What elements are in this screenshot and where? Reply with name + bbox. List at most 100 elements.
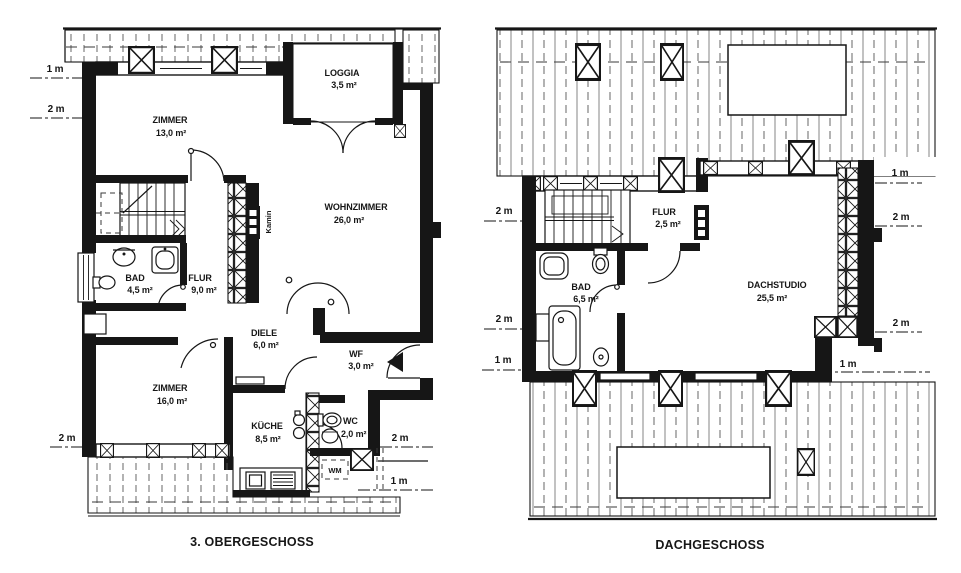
roof-dormer-bottom (616, 446, 771, 499)
room-label-wc: WC (343, 416, 358, 426)
kamin-block: Kamin (246, 206, 273, 239)
room-area-bad-dg: 6,5 m² (573, 294, 599, 304)
bad-window (77, 252, 95, 303)
kueche-appliance-icon (292, 413, 306, 427)
room-wf: WF 3,0 m² (348, 344, 433, 400)
room-bad-dg: BAD 6,5 m² (539, 247, 625, 371)
dim-label: 1 m (391, 476, 408, 487)
skylight-xbox (797, 448, 815, 476)
dim-label: 1 m (840, 359, 857, 370)
caption-dachgeschoss: DACHGESCHOSS (655, 538, 764, 552)
pillar-xbox (765, 370, 792, 407)
diele-door-arc (286, 282, 319, 315)
bad-dg-sink-icon (539, 252, 569, 280)
dim-label: 2 m (59, 433, 76, 444)
flur-door-arc (647, 250, 681, 284)
dim-label: 2 m (48, 104, 65, 115)
room-label-kueche: KÜCHE (251, 421, 283, 431)
room-area-wf: 3,0 m² (348, 361, 374, 371)
loggia-door-arc (310, 120, 344, 154)
skylight-xbox (660, 43, 684, 81)
zimmer-sw-door-arc (180, 338, 219, 369)
dim-label: 1 m (892, 168, 909, 179)
roof-bottom (528, 381, 937, 521)
room-kueche: KÜCHE 8,5 m² (233, 356, 320, 497)
dim-label: 1 m (495, 355, 512, 366)
outer-walls-dg (522, 160, 882, 382)
entrance-door-arc (386, 344, 421, 379)
bad-dg-door-arc (589, 284, 618, 313)
window-band-east (837, 167, 859, 317)
bad-sink-icon (112, 247, 136, 267)
room-flur-dg: FLUR 2,5 m² (536, 205, 709, 284)
room-area-flur-og: 9,0 m² (191, 285, 217, 295)
wc-sink-icon (321, 428, 339, 444)
room-area-flur-dg: 2,5 m² (655, 219, 681, 229)
outer-walls-og (77, 62, 441, 455)
room-area-bad-og: 4,5 m² (127, 285, 153, 295)
dimensions-dg: 2 m 2 m 1 m 1 m 2 m 2 m 1 m (482, 168, 930, 373)
room-bad-og: BAD 4,5 m² (82, 235, 187, 335)
pillar-xbox (658, 370, 683, 407)
room-area-wohnzimmer: 26,0 m² (334, 215, 364, 225)
wall (224, 175, 246, 183)
room-label-bad-og: BAD (125, 273, 145, 283)
room-label-diele: DIELE (251, 328, 277, 338)
room-loggia: LOGGIA 3,5 m² (283, 42, 406, 154)
bad-shower-icon (151, 246, 179, 274)
room-label-flur-dg: FLUR (652, 207, 676, 217)
wall (246, 239, 259, 303)
plan-dachgeschoss: FLUR 2,5 m² (482, 27, 937, 552)
room-label-wf: WF (349, 349, 363, 359)
room-wohnzimmer: WOHNZIMMER 26,0 m² (285, 202, 433, 343)
pillar-xbox (658, 157, 685, 193)
wm-area: WM (321, 448, 428, 492)
stairs-dg (544, 189, 631, 247)
room-label-bad-dg: BAD (571, 282, 591, 292)
room-label-zimmer-nw: ZIMMER (153, 115, 188, 125)
dimensions-og: 1 m 2 m 2 m 2 m 1 m (30, 64, 433, 491)
loggia-door-arc (342, 120, 376, 154)
entrance-arrow (387, 352, 403, 372)
plan-obergeschoss: LOGGIA 3,5 m² ZIMMER 13,0 m² (30, 27, 441, 549)
dim-label: 1 m (47, 64, 64, 75)
dim-label: 2 m (496, 314, 513, 325)
room-zimmer-sw: ZIMMER 16,0 m² (82, 337, 233, 470)
kamin-label: Kamin (264, 210, 273, 233)
kueche-appliance-icon (292, 426, 306, 440)
room-wc: WC 2,0 m² (310, 395, 380, 456)
bad-dg-bathtub-icon (548, 305, 581, 371)
roof-top (495, 27, 937, 177)
pillar-xbox (394, 124, 406, 138)
door-zimmer-nw (187, 147, 225, 182)
pillar-xbox (211, 46, 238, 74)
diele-door-arc (317, 282, 350, 315)
dim-label: 2 m (392, 433, 409, 444)
room-area-kueche: 8,5 m² (255, 434, 281, 444)
room-area-dachstudio: 25,5 m² (757, 293, 787, 303)
dim-label: 2 m (893, 318, 910, 329)
wm-label: WM (328, 466, 341, 475)
room-label-zimmer-sw: ZIMMER (153, 383, 188, 393)
pillar-xbox (350, 448, 374, 471)
bad-dg-toilet-bottom-icon (592, 347, 610, 367)
wc-toilet-icon (317, 412, 342, 428)
room-label-loggia: LOGGIA (325, 68, 360, 78)
kueche-door-arc (284, 356, 318, 390)
skylight-xbox (575, 43, 601, 81)
shaft-column (227, 182, 247, 304)
room-area-diele: 6,0 m² (253, 340, 279, 350)
caption-obergeschoss: 3. OBERGESCHOSS (190, 535, 314, 549)
room-area-zimmer-nw: 13,0 m² (156, 128, 186, 138)
window-band-south-dg (530, 370, 832, 407)
stairs-og (96, 182, 186, 241)
room-label-dachstudio: DACHSTUDIO (748, 280, 807, 290)
roof-dormer-top (727, 44, 847, 116)
room-area-loggia: 3,5 m² (331, 80, 357, 90)
pillar-xbox (788, 140, 815, 176)
room-label-flur-og: FLUR (188, 273, 212, 283)
dim-label: 2 m (496, 206, 513, 217)
wall (96, 175, 188, 183)
